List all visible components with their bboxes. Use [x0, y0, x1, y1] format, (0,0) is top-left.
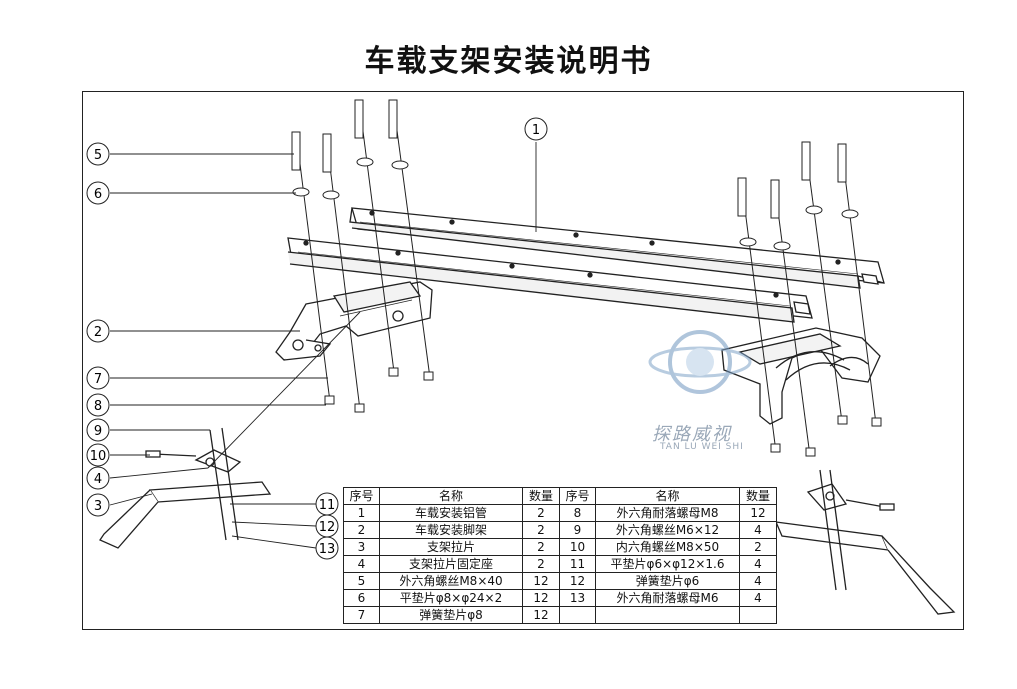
cell: 7	[343, 606, 380, 624]
callout-7-label: 7	[94, 372, 102, 387]
cell: 1	[343, 504, 380, 522]
cell: 11	[559, 555, 596, 573]
watermark-subtext: TAN LU WEI SHI	[660, 442, 744, 452]
header-qty-2: 数量	[739, 487, 777, 505]
cell: 内六角螺丝M8×50	[595, 538, 740, 556]
aluminum-rail-back	[349, 207, 885, 289]
page-title: 车载支架安装说明书	[364, 44, 653, 79]
cell: 8	[559, 504, 596, 522]
cell: 5	[343, 572, 380, 590]
cell: 12	[559, 572, 596, 590]
callout-5: 5	[86, 142, 110, 166]
cell: 4	[739, 521, 777, 539]
cell: 外六角耐落螺母M6	[595, 589, 740, 607]
cell: 支架拉片	[379, 538, 523, 556]
header-name-2: 名称	[595, 487, 740, 505]
left-bolt-set	[291, 99, 434, 413]
callout-6-label: 6	[94, 187, 102, 202]
cell: 4	[343, 555, 380, 573]
callout-8-label: 8	[94, 399, 102, 414]
watermark-logo-icon	[648, 330, 752, 394]
header-name-1: 名称	[379, 487, 523, 505]
callout-1-label: 1	[532, 123, 540, 138]
callout-2-label: 2	[94, 325, 102, 340]
cell: 4	[739, 589, 777, 607]
callout-11: 11	[315, 492, 339, 516]
cell: 4	[739, 555, 777, 573]
callout-11-label: 11	[319, 498, 336, 513]
callout-9-label: 9	[94, 424, 102, 439]
callout-markers: 1 2 3 4 5 6 7 8 9 10 11 12 13	[86, 117, 548, 560]
header-qty-1: 数量	[522, 487, 560, 505]
aluminum-rail-front	[287, 237, 813, 323]
cell: 支架拉片固定座	[379, 555, 523, 573]
drawing-frame	[82, 91, 964, 630]
callout-9: 9	[86, 418, 110, 442]
callout-13: 13	[315, 536, 339, 560]
callout-4-label: 4	[94, 472, 102, 487]
callout-2: 2	[86, 319, 110, 343]
cell: 12	[522, 572, 560, 590]
header-no-2: 序号	[559, 487, 596, 505]
callout-5-label: 5	[94, 148, 102, 163]
cell	[595, 606, 740, 624]
cell: 3	[343, 538, 380, 556]
cell: 平垫片φ6×φ12×1.6	[595, 555, 740, 573]
cell	[559, 606, 596, 624]
callout-12: 12	[315, 514, 339, 538]
callout-leaders	[109, 142, 537, 549]
cell: 2	[522, 538, 560, 556]
cell: 2	[739, 538, 777, 556]
cell: 2	[343, 521, 380, 539]
left-foot-bracket	[275, 281, 433, 361]
cell: 车载安装脚架	[379, 521, 523, 539]
cell: 弹簧垫片φ6	[595, 572, 740, 590]
cell: 10	[559, 538, 596, 556]
parts-table-header: 序号 名称 数量 序号 名称 数量	[343, 487, 777, 505]
cell	[739, 606, 777, 624]
watermark-text: 探路威视	[652, 424, 732, 445]
right-foot-bracket	[721, 327, 881, 425]
cell: 车载安装铝管	[379, 504, 523, 522]
callout-13-label: 13	[319, 542, 336, 557]
cell: 外六角螺丝M8×40	[379, 572, 523, 590]
cell: 2	[522, 555, 560, 573]
callout-6: 6	[86, 181, 110, 205]
cell: 13	[559, 589, 596, 607]
callout-7: 7	[86, 366, 110, 390]
cell: 2	[522, 521, 560, 539]
cell: 4	[739, 572, 777, 590]
right-bolt-set	[737, 141, 882, 457]
header-no-1: 序号	[343, 487, 380, 505]
right-step-plate	[774, 469, 956, 615]
callout-3: 3	[86, 493, 110, 517]
callout-10-label: 10	[90, 449, 107, 464]
cell: 弹簧垫片φ8	[379, 606, 523, 624]
cell: 9	[559, 521, 596, 539]
callout-1: 1	[524, 117, 548, 141]
cell: 平垫片φ8×φ24×2	[379, 589, 523, 607]
cell: 外六角螺丝M6×12	[595, 521, 740, 539]
callout-4: 4	[86, 466, 110, 490]
callout-10: 10	[86, 443, 110, 467]
callout-3-label: 3	[94, 499, 102, 514]
cell: 12	[739, 504, 777, 522]
cell: 外六角耐落螺母M8	[595, 504, 740, 522]
left-step-plate	[99, 427, 272, 549]
cell: 6	[343, 589, 380, 607]
cell: 2	[522, 504, 560, 522]
cell: 12	[522, 606, 560, 624]
cell: 12	[522, 589, 560, 607]
callout-8: 8	[86, 393, 110, 417]
callout-12-label: 12	[319, 520, 336, 535]
